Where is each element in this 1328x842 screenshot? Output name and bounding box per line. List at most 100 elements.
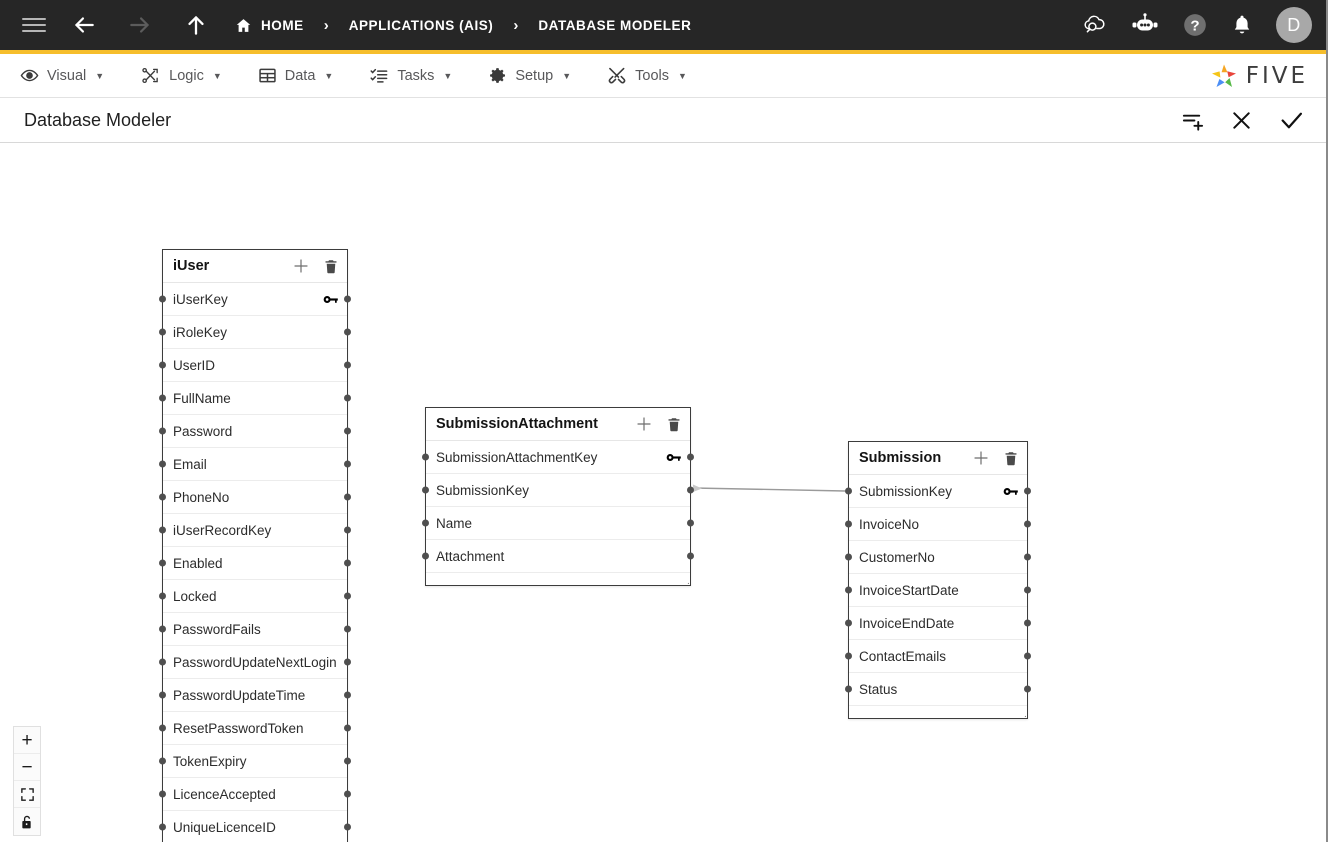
trash-icon[interactable] [1003,450,1019,467]
connector-dot-right[interactable] [344,361,351,369]
connector-dot-right[interactable] [344,559,351,567]
connector-dot-left[interactable] [159,394,166,402]
connector-dot-left[interactable] [159,559,166,567]
connector-dot-right[interactable] [687,519,694,527]
entity-header-iuser[interactable]: iUser [163,250,347,283]
trash-icon[interactable] [666,416,682,433]
menu-item-tools[interactable]: Tools ▼ [607,66,687,85]
connector-dot-right[interactable] [344,295,351,303]
entity-field-row[interactable]: iRoleKey [159,316,351,349]
resize-handle[interactable] [1015,706,1026,717]
entity-header-submissionattachment[interactable]: SubmissionAttachment [426,408,690,441]
connector-dot-right[interactable] [1024,586,1031,594]
forward-arrow-icon[interactable] [123,8,157,42]
entity-field-row[interactable]: FullName [159,382,351,415]
connector-dot-right[interactable] [344,493,351,501]
connector-dot-right[interactable] [344,757,351,765]
connector-dot-right[interactable] [687,486,694,494]
entity-field-row[interactable]: ContactEmails [845,640,1031,673]
connector-dot-left[interactable] [422,552,429,560]
plus-icon[interactable] [972,449,990,467]
entity-field-row[interactable]: UserID [159,349,351,382]
plus-icon[interactable] [635,415,653,433]
entity-field-row[interactable]: Email [159,448,351,481]
connector-dot-right[interactable] [687,552,694,560]
connector-dot-right[interactable] [1024,685,1031,693]
lock-toggle-button[interactable] [14,808,40,835]
modeler-canvas[interactable]: iUser iUserKey [0,142,1326,842]
menu-item-logic[interactable]: Logic ▼ [140,66,222,85]
entity-field-row[interactable]: PasswordUpdateTime [159,679,351,712]
connector-dot-right[interactable] [1024,553,1031,561]
connector-dot-right[interactable] [344,328,351,336]
help-icon[interactable]: ? [1182,12,1208,38]
entity-field-row[interactable]: ResetPasswordToken [159,712,351,745]
resize-handle[interactable] [678,573,689,584]
entity-field-row[interactable]: PasswordFails [159,613,351,646]
entity-table-submissionattachment[interactable]: SubmissionAttachment Subm [422,407,694,586]
connector-dot-left[interactable] [159,592,166,600]
connector-dot-left[interactable] [845,586,852,594]
entity-field-row[interactable]: PhoneNo [159,481,351,514]
connector-dot-left[interactable] [845,487,852,495]
connector-dot-left[interactable] [159,493,166,501]
connector-dot-left[interactable] [159,691,166,699]
back-arrow-icon[interactable] [67,8,101,42]
menu-item-tasks[interactable]: Tasks ▼ [369,66,452,85]
connector-dot-left[interactable] [845,520,852,528]
entity-field-row[interactable]: CustomerNo [845,541,1031,574]
entity-field-row[interactable]: UniqueLicenceID [159,811,351,842]
entity-field-row[interactable]: iUserRecordKey [159,514,351,547]
connector-dot-right[interactable] [1024,619,1031,627]
entity-table-submission[interactable]: Submission SubmissionKey [845,441,1031,719]
entity-field-row[interactable]: Password [159,415,351,448]
entity-field-row[interactable]: InvoiceStartDate [845,574,1031,607]
connector-dot-right[interactable] [344,427,351,435]
entity-field-row[interactable]: LicenceAccepted [159,778,351,811]
menu-item-data[interactable]: Data ▼ [258,66,333,85]
breadcrumb-item-database-modeler[interactable]: DATABASE MODELER [538,18,691,33]
entity-field-row[interactable]: Name [422,507,694,540]
connector-dot-right[interactable] [344,394,351,402]
connector-dot-left[interactable] [159,658,166,666]
menu-item-setup[interactable]: Setup ▼ [488,66,571,85]
connector-dot-left[interactable] [845,553,852,561]
connector-dot-left[interactable] [422,453,429,461]
entity-field-row[interactable]: SubmissionKey [845,475,1031,508]
cloud-search-icon[interactable] [1080,11,1108,39]
entity-field-row[interactable]: PasswordUpdateNextLogin [159,646,351,679]
connector-dot-right[interactable] [344,790,351,798]
connector-dot-left[interactable] [422,519,429,527]
plus-icon[interactable] [292,257,310,275]
entity-field-row[interactable]: InvoiceNo [845,508,1031,541]
menu-item-visual[interactable]: Visual ▼ [20,66,104,85]
breadcrumb-item-applications[interactable]: APPLICATIONS (AIS) [349,18,494,33]
connector-dot-left[interactable] [422,486,429,494]
up-arrow-icon[interactable] [179,8,213,42]
fit-screen-button[interactable] [14,781,40,808]
connector-dot-left[interactable] [159,823,166,831]
connector-dot-right[interactable] [1024,520,1031,528]
entity-field-row[interactable]: SubmissionAttachmentKey [422,441,694,474]
entity-field-row[interactable]: InvoiceEndDate [845,607,1031,640]
connector-dot-right[interactable] [344,823,351,831]
entity-field-row[interactable]: iUserKey [159,283,351,316]
save-button[interactable] [1279,108,1304,133]
connector-dot-right[interactable] [344,658,351,666]
chatbot-icon[interactable] [1130,13,1160,37]
connector-dot-left[interactable] [159,427,166,435]
connector-dot-right[interactable] [344,460,351,468]
connector-dot-right[interactable] [344,691,351,699]
entity-field-row[interactable]: Status [845,673,1031,706]
breadcrumb-item-home[interactable]: HOME [235,17,304,34]
connector-dot-right[interactable] [344,526,351,534]
connector-dot-right[interactable] [687,453,694,461]
connector-dot-right[interactable] [344,724,351,732]
connector-dot-left[interactable] [159,295,166,303]
connector-dot-left[interactable] [845,685,852,693]
connector-dot-left[interactable] [159,790,166,798]
entity-field-row[interactable]: Locked [159,580,351,613]
close-button[interactable] [1230,109,1253,132]
connector-dot-right[interactable] [344,592,351,600]
zoom-out-button[interactable]: − [14,754,40,781]
